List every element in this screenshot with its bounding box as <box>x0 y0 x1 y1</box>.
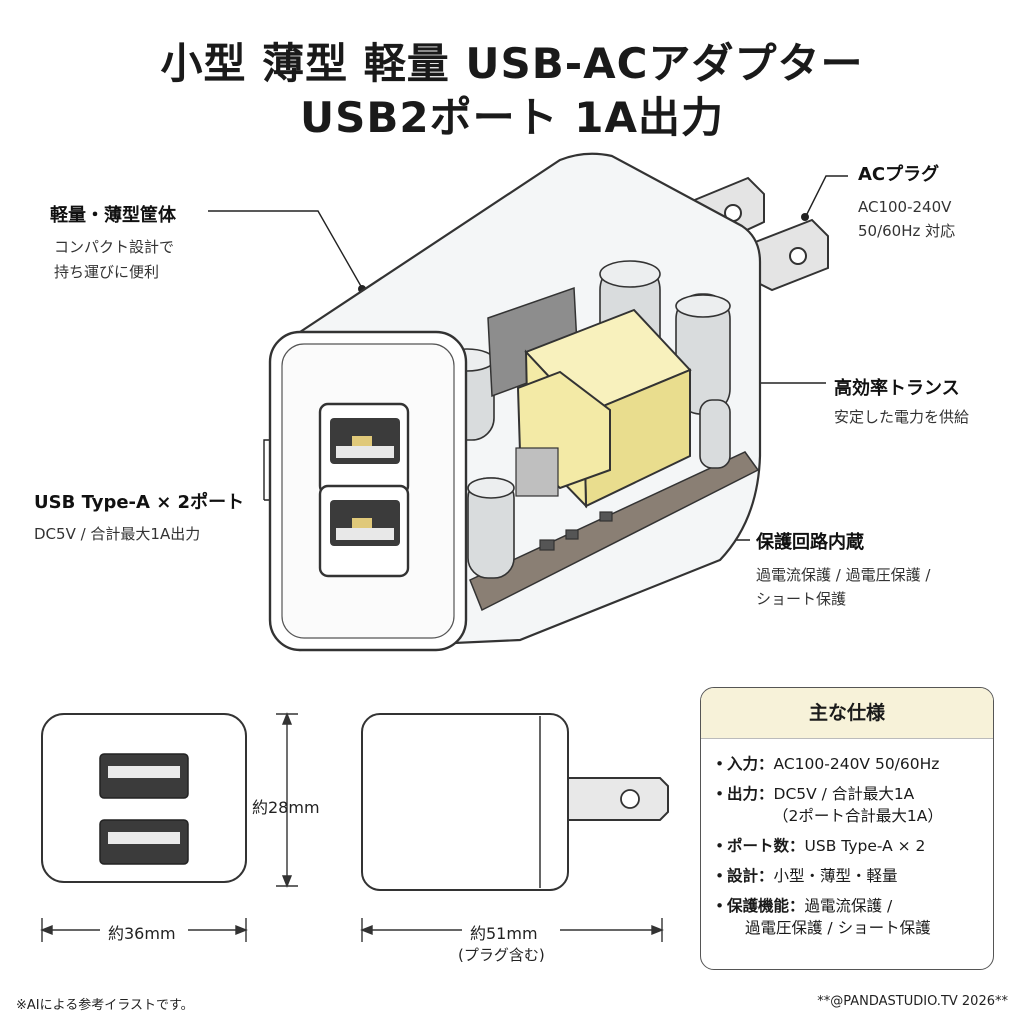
pcb-board <box>469 451 760 612</box>
page-subtitle: USB2ポート 1A出力 <box>300 93 724 142</box>
usb-port-2 <box>318 484 410 578</box>
callout-transformer-line1: 安定した電力を供給 <box>834 408 970 426</box>
spec-label: ポート数： <box>727 837 805 855</box>
dimension-depth-note: (プラグ含む) <box>458 946 545 964</box>
spec-item-design: •設計：小型・薄型・軽量 <box>715 867 898 885</box>
callout-protection-line1: 過電流保護 / 過電圧保護 / <box>756 566 931 584</box>
dimension-depth: 約51mm <box>470 924 538 943</box>
leader-body <box>208 210 363 289</box>
spec-value: DC5V / 合計最大1A <box>773 785 915 803</box>
spec-value-cont: （2ポート合計最大1A） <box>773 807 943 825</box>
side-view <box>361 713 669 891</box>
spec-value: 小型・薄型・軽量 <box>773 867 898 885</box>
spec-item-input: •入力：AC100-240V 50/60Hz <box>715 755 940 773</box>
callout-ports-line1: DC5V / 合計最大1A出力 <box>34 525 201 543</box>
spec-value: AC100-240V 50/60Hz <box>773 755 940 773</box>
spec-list: •入力：AC100-240V 50/60Hz •出力：DC5V / 合計最大1A… <box>701 739 993 939</box>
callout-transformer-title: 高効率トランス <box>834 378 960 399</box>
dimension-height: 約28mm <box>252 798 320 817</box>
spec-item-ports: •ポート数：USB Type-A × 2 <box>715 837 926 855</box>
capacitor-small <box>699 399 731 469</box>
dimension-views <box>40 712 669 942</box>
spec-value: 過電流保護 / <box>804 897 893 915</box>
spec-label: 出力： <box>727 785 774 803</box>
usb-port-1 <box>318 402 410 496</box>
callout-ports-title: USB Type-A × 2ポート <box>34 492 245 513</box>
spec-item-protection: •保護機能：過電流保護 / 過電圧保護 / ショート保護 <box>715 895 993 939</box>
callout-plug-title: ACプラグ <box>858 164 940 185</box>
dimension-width: 約36mm <box>108 924 176 943</box>
spec-box: 主な仕様 •入力：AC100-240V 50/60Hz •出力：DC5V / 合… <box>700 687 994 970</box>
spec-label: 保護機能： <box>727 897 805 915</box>
callout-plug-line2: 50/60Hz 対応 <box>858 222 956 240</box>
relay-component <box>515 447 559 497</box>
spec-value: USB Type-A × 2 <box>804 837 926 855</box>
callout-protection-title: 保護回路内蔵 <box>756 532 864 553</box>
footer-credit: **@PANDASTUDIO.TV 2026** <box>817 994 1008 1009</box>
spec-heading: 主な仕様 <box>701 688 993 739</box>
callout-body-title: 軽量・薄型筐体 <box>50 205 176 226</box>
spec-label: 設計： <box>727 867 774 885</box>
callout-protection-line2: ショート保護 <box>756 590 847 608</box>
front-view <box>41 713 247 883</box>
callout-body-line2: 持ち運びに便利 <box>54 263 160 281</box>
callout-plug-line1: AC100-240V <box>858 198 952 216</box>
callout-body-line1: コンパクト設計で <box>54 238 175 256</box>
footer-note: ※AIによる参考イラストです。 <box>16 998 194 1013</box>
leader-plug <box>805 175 848 217</box>
spec-label: 入力： <box>727 755 774 773</box>
page-title: 小型 薄型 軽量 USB-ACアダプター <box>160 39 864 88</box>
spec-item-output: •出力：DC5V / 合計最大1A （2ポート合計最大1A） <box>715 783 993 827</box>
spec-value-cont: 過電圧保護 / ショート保護 <box>745 919 931 937</box>
